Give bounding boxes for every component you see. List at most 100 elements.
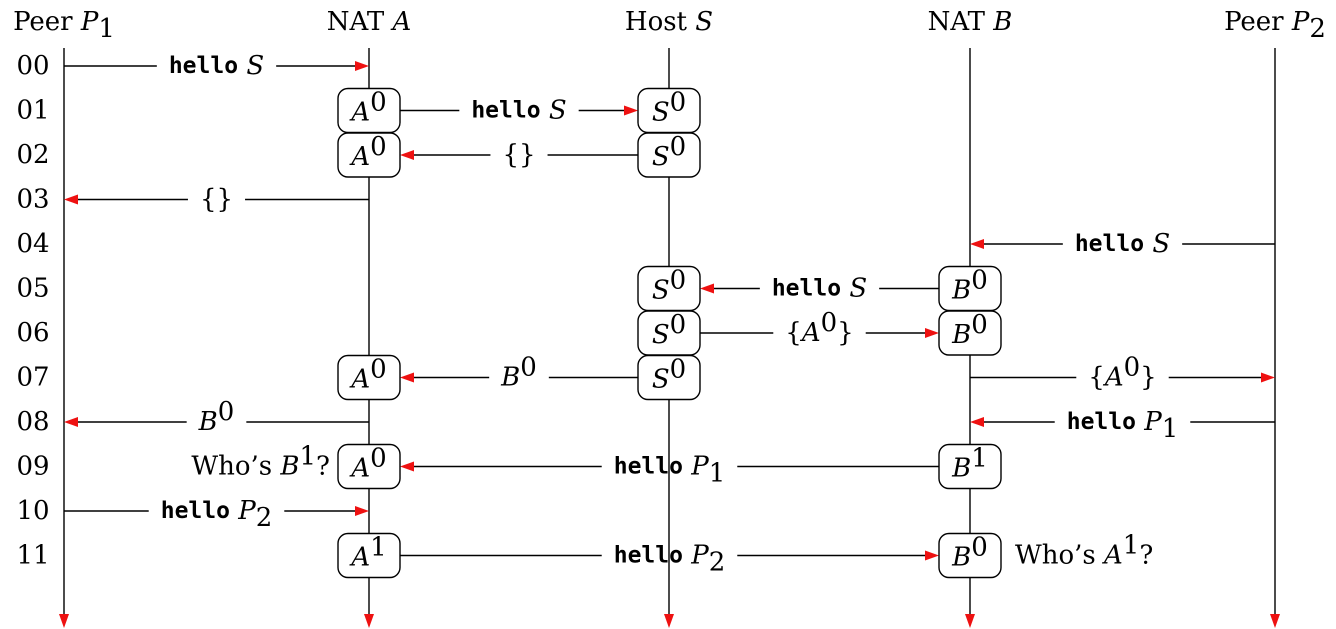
message: hello S <box>970 229 1275 259</box>
state-box-a: A0 <box>337 88 401 134</box>
message: hello S <box>64 51 369 81</box>
whos-annotation: Who’s A1? <box>1015 531 1153 571</box>
whos-annotation: Who’s B1? <box>191 442 330 482</box>
row-numbers: 00 01 02 03 04 05 06 07 08 09 10 11 <box>16 51 49 571</box>
state-box-s: S0 <box>637 355 701 401</box>
row-number: 08 <box>16 407 49 437</box>
row-number: 01 <box>16 96 49 126</box>
state-box-label: S0 <box>652 88 686 128</box>
row-number: 09 <box>16 452 49 482</box>
message-label: {A0} <box>1088 353 1156 393</box>
row-number: 02 <box>16 140 49 170</box>
message-arrowhead <box>400 372 414 383</box>
lifeline-arrowhead <box>664 614 674 628</box>
lane-header-a: NAT A <box>327 7 412 37</box>
state-box-a: A0 <box>337 355 401 401</box>
lifeline-arrowhead <box>59 614 69 628</box>
message: hello P1 <box>400 452 939 489</box>
message: hello S <box>700 274 939 304</box>
message: hello P1 <box>970 407 1275 444</box>
state-box-b: B0 <box>938 533 1002 579</box>
state-box-b: B0 <box>938 310 1002 356</box>
state-box-label: B0 <box>951 266 988 306</box>
state-box-s: S0 <box>637 266 701 312</box>
state-box-label: A0 <box>349 355 386 395</box>
message-arrowhead <box>400 461 414 472</box>
state-box-label: A0 <box>349 88 386 128</box>
state-box-label: S0 <box>652 355 686 395</box>
row-number: 00 <box>16 51 49 81</box>
state-box-label: A0 <box>349 444 386 484</box>
lane-header-p2: Peer P2 <box>1224 7 1326 44</box>
message-arrowhead <box>400 150 414 160</box>
annotations: Who’s B1? Who’s A1? <box>191 442 1153 571</box>
message-label: hello S <box>772 274 867 304</box>
message-label: hello P2 <box>614 541 726 578</box>
state-box-label: B0 <box>951 533 988 573</box>
state-box-s: S0 <box>637 310 701 356</box>
state-box-a: A0 <box>337 444 401 490</box>
lifeline-arrowhead <box>1270 614 1280 628</box>
message: {} <box>400 140 638 170</box>
messages: hello S hello S {} {} hello S hello S {A0} B0 {A… <box>64 51 1275 578</box>
message: hello S <box>400 96 638 126</box>
message-label: hello S <box>471 96 566 126</box>
message-label: hello P1 <box>614 452 726 489</box>
state-box-label: S0 <box>652 266 686 306</box>
state-box-b: B0 <box>938 266 1002 312</box>
state-box-s: S0 <box>637 88 701 134</box>
lane-headers: Peer P1 NAT A Host S NAT B Peer P2 <box>13 7 1326 44</box>
message: B0 <box>64 397 369 437</box>
lifeline-arrowhead <box>965 614 975 628</box>
row-number: 06 <box>16 318 49 348</box>
message-label: hello S <box>169 51 264 81</box>
message-arrowhead <box>970 417 984 427</box>
row-number: 07 <box>16 363 49 393</box>
message-label: hello P1 <box>1067 407 1179 444</box>
state-box-label: S0 <box>652 132 686 172</box>
state-box-label: B0 <box>951 310 988 350</box>
lane-header-p1: Peer P1 <box>13 7 115 44</box>
message-arrowhead <box>624 105 638 116</box>
state-box-label: S0 <box>652 310 686 350</box>
row-number: 10 <box>16 496 49 526</box>
lane-header-b: NAT B <box>928 7 1013 37</box>
message-arrowhead <box>64 417 78 427</box>
state-box-s: S0 <box>637 132 701 178</box>
message-label: {} <box>502 140 535 170</box>
message-arrowhead <box>1261 372 1275 383</box>
state-box-b: B1 <box>938 444 1002 490</box>
message: B0 <box>400 353 638 393</box>
message: {A0} <box>700 308 939 348</box>
row-number: 05 <box>16 274 49 304</box>
state-box-a: A0 <box>337 132 401 178</box>
message-label: B0 <box>500 353 537 393</box>
message: {} <box>64 185 369 215</box>
state-box-label: B1 <box>951 444 988 484</box>
message-arrowhead <box>925 328 939 338</box>
message-label: B0 <box>198 397 235 437</box>
message-arrowhead <box>355 506 369 516</box>
state-box-label: A0 <box>349 132 386 172</box>
message-arrowhead <box>700 283 714 294</box>
message-arrowhead <box>64 194 78 205</box>
message-arrowhead <box>355 61 369 71</box>
message-label: {A0} <box>785 308 853 348</box>
row-number: 04 <box>16 229 49 259</box>
row-number: 11 <box>16 541 49 571</box>
message: hello P2 <box>400 541 939 578</box>
message-arrowhead <box>970 239 984 249</box>
lifeline-arrowhead <box>364 614 374 628</box>
message: hello P2 <box>64 496 369 533</box>
message-label: {} <box>200 185 233 215</box>
state-box-a: A1 <box>337 533 401 579</box>
message-label: hello S <box>1075 229 1170 259</box>
message-arrowhead <box>925 550 939 561</box>
row-number: 03 <box>16 185 49 215</box>
lane-header-s: Host S <box>625 7 713 37</box>
state-box-label: A1 <box>349 533 386 573</box>
message-label: hello P2 <box>161 496 273 533</box>
message: {A0} <box>970 353 1275 393</box>
